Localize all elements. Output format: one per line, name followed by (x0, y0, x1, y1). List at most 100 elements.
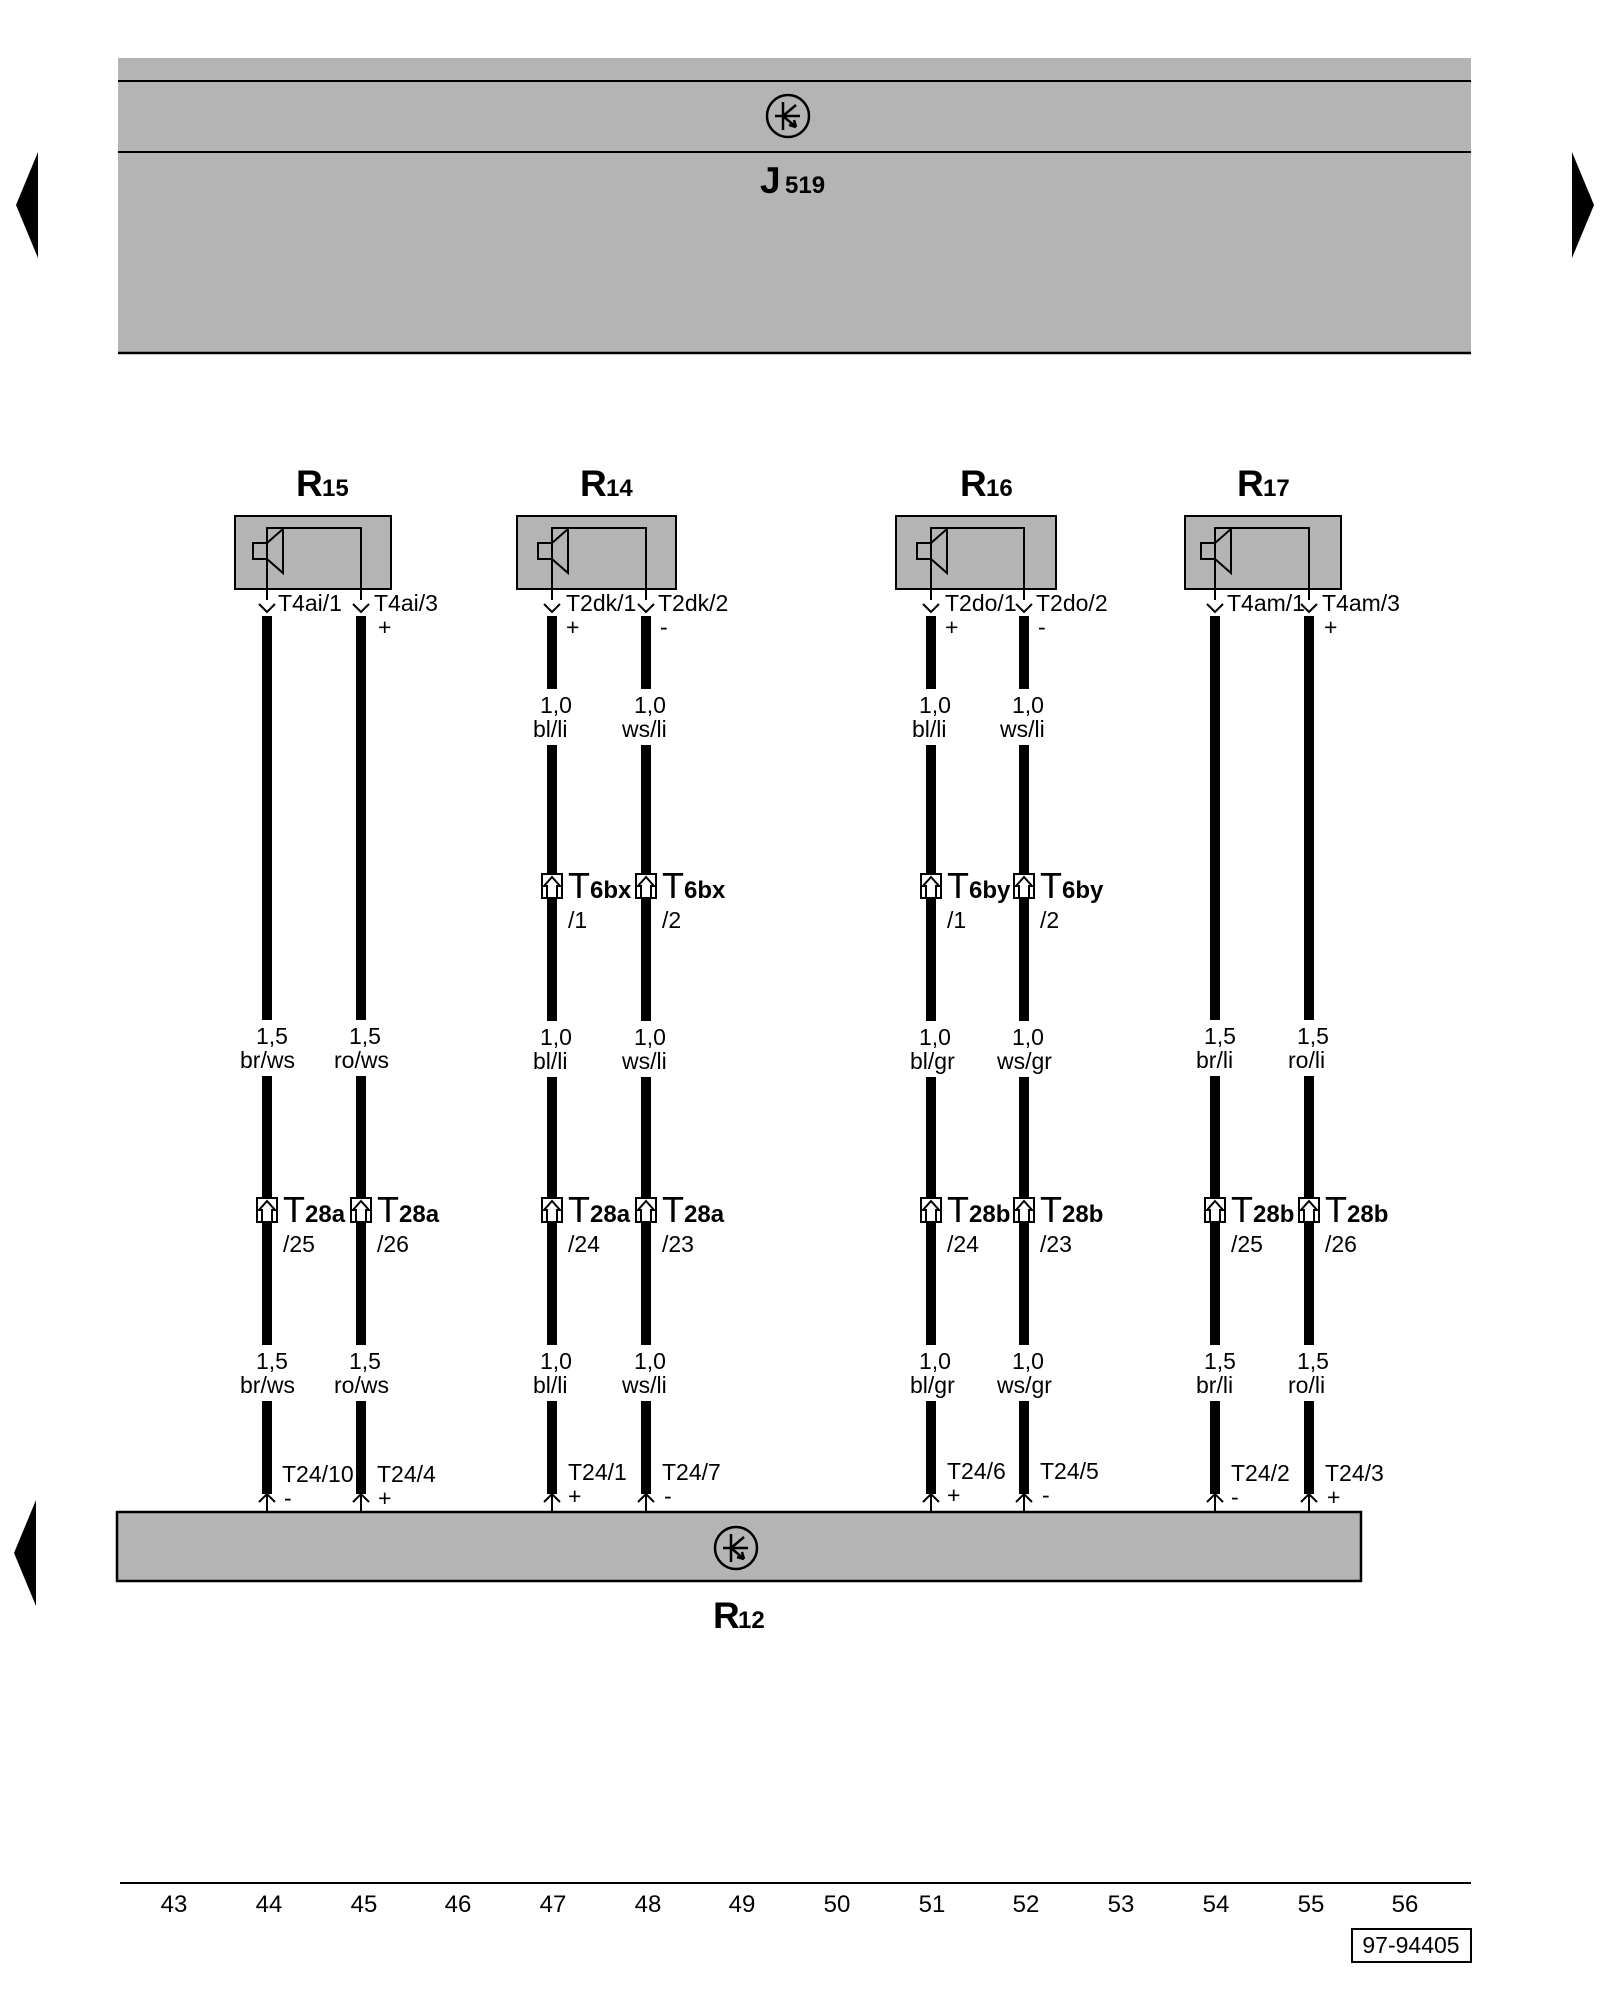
track-number: 46 (445, 1891, 472, 1918)
wire-size: 1,0 (1012, 1348, 1044, 1374)
connector-name: T (1231, 1189, 1253, 1230)
wire-color: br/li (1196, 1047, 1233, 1073)
wire-size: 1,0 (1012, 1024, 1044, 1050)
connector-sub: 28a (399, 1201, 440, 1228)
track-number: 44 (256, 1891, 283, 1918)
polarity-sign: + (566, 614, 579, 640)
wire-size: 1,5 (256, 1348, 288, 1374)
connector-icon (541, 1197, 563, 1223)
track-number: 53 (1108, 1891, 1135, 1918)
arrow-left-icon[interactable] (16, 152, 38, 258)
connector-sub: 28a (590, 1201, 631, 1228)
speaker-name: R (580, 463, 607, 504)
connector-icon (635, 873, 657, 899)
connector-name: T (662, 1189, 684, 1230)
connector-name: T (947, 1189, 969, 1230)
connector-name: T (1325, 1189, 1347, 1230)
control-unit-sub: 519 (785, 172, 825, 199)
track-number: 47 (540, 1891, 567, 1918)
connector-name: T (1040, 1189, 1062, 1230)
connector-sub: 28b (969, 1201, 1010, 1228)
connector-sub: 28b (1347, 1201, 1388, 1228)
wire-color: bl/gr (910, 1372, 955, 1398)
wire-color: br/ws (240, 1372, 295, 1398)
polarity-sign: + (1324, 614, 1337, 640)
terminal-label: T24/5 (1040, 1458, 1099, 1484)
polarity-sign: + (568, 1483, 581, 1509)
wire-color: ro/ws (334, 1047, 389, 1073)
terminal-label: T2do/1 (945, 590, 1017, 616)
terminal-label: T24/4 (377, 1461, 436, 1487)
connector-icon (1013, 873, 1035, 899)
terminal-label: T4ai/1 (278, 590, 342, 616)
connector-icon (920, 1197, 942, 1223)
terminal-label: T4am/3 (1322, 590, 1400, 616)
speaker-r16: R 16 T2do/1 + T2do/2 - 1,0 bl/li 1,0 ws/… (895, 463, 1108, 1512)
polarity-sign: - (1042, 1482, 1050, 1508)
terminal-label: T24/1 (568, 1459, 627, 1485)
track-number: 48 (635, 1891, 662, 1918)
wire-color: bl/li (533, 1048, 568, 1074)
connector-icon (1013, 1197, 1035, 1223)
connector-name: T (283, 1189, 305, 1230)
terminal-label: T4ai/3 (374, 590, 438, 616)
connector-pin: /2 (1040, 907, 1059, 933)
wire-size: 1,0 (1012, 692, 1044, 718)
wire-color: bl/li (533, 716, 568, 742)
connector-name: T (377, 1189, 399, 1230)
electronic-unit-icon (765, 93, 811, 139)
polarity-sign: - (1038, 614, 1046, 640)
diagram-reference: 97-94405 (1362, 1932, 1459, 1958)
connector-pin: /1 (947, 907, 966, 933)
connector-sub: 28b (1253, 1201, 1294, 1228)
terminal-label: T24/10 (282, 1461, 354, 1487)
connector-pin: /23 (1040, 1231, 1072, 1257)
polarity-sign: + (947, 1482, 960, 1508)
connector-sub: 28a (684, 1201, 725, 1228)
track-number-bar: 43 44 45 46 47 48 49 50 51 52 53 54 55 5… (120, 1882, 1472, 1963)
loudspeaker-icon (1200, 526, 1232, 576)
connector-sub: 6by (969, 877, 1011, 904)
terminal-label: T24/7 (662, 1459, 721, 1485)
polarity-sign: + (1327, 1484, 1340, 1510)
connector-sub: 6bx (684, 877, 726, 904)
speaker-sub: 17 (1263, 475, 1290, 502)
polarity-sign: - (660, 614, 668, 640)
wire-size: 1,5 (1297, 1348, 1329, 1374)
connector-icon (635, 1197, 657, 1223)
connector-sub: 6bx (590, 877, 632, 904)
amplifier-sub: 12 (738, 1607, 765, 1634)
wire-size: 1,5 (1204, 1348, 1236, 1374)
wire-size: 1,5 (349, 1023, 381, 1049)
arrow-right-icon[interactable] (1572, 152, 1594, 258)
amplifier-unit: R 12 (115, 1510, 1363, 1636)
wire-size: 1,0 (634, 692, 666, 718)
track-number: 43 (161, 1891, 188, 1918)
track-number: 54 (1203, 1891, 1230, 1918)
terminal-label: T2dk/1 (566, 590, 636, 616)
wire-size: 1,5 (1297, 1023, 1329, 1049)
track-number: 52 (1013, 1891, 1040, 1918)
wire-color: ro/ws (334, 1372, 389, 1398)
wire-size: 1,0 (540, 1024, 572, 1050)
wire-size: 1,0 (634, 1024, 666, 1050)
track-number: 56 (1392, 1891, 1419, 1918)
polarity-sign: - (1231, 1484, 1239, 1510)
connector-pin: /25 (283, 1231, 315, 1257)
control-unit: J 519 (118, 58, 1471, 355)
wire-size: 1,0 (634, 1348, 666, 1374)
connector-pin: /26 (1325, 1231, 1357, 1257)
wire-color: ws/li (621, 1048, 667, 1074)
connector-sub: 6by (1062, 877, 1104, 904)
amplifier-name: R (713, 1595, 740, 1636)
wire-color: ws/li (999, 716, 1045, 742)
connector-icon (1298, 1197, 1320, 1223)
loudspeaker-icon (537, 526, 569, 576)
arrow-left-icon[interactable] (14, 1500, 36, 1606)
connector-sub: 28a (305, 1201, 346, 1228)
reference-box (1351, 1928, 1472, 1963)
connector-pin: /24 (568, 1231, 600, 1257)
connector-pin: /2 (662, 907, 681, 933)
polarity-sign: + (378, 614, 391, 640)
